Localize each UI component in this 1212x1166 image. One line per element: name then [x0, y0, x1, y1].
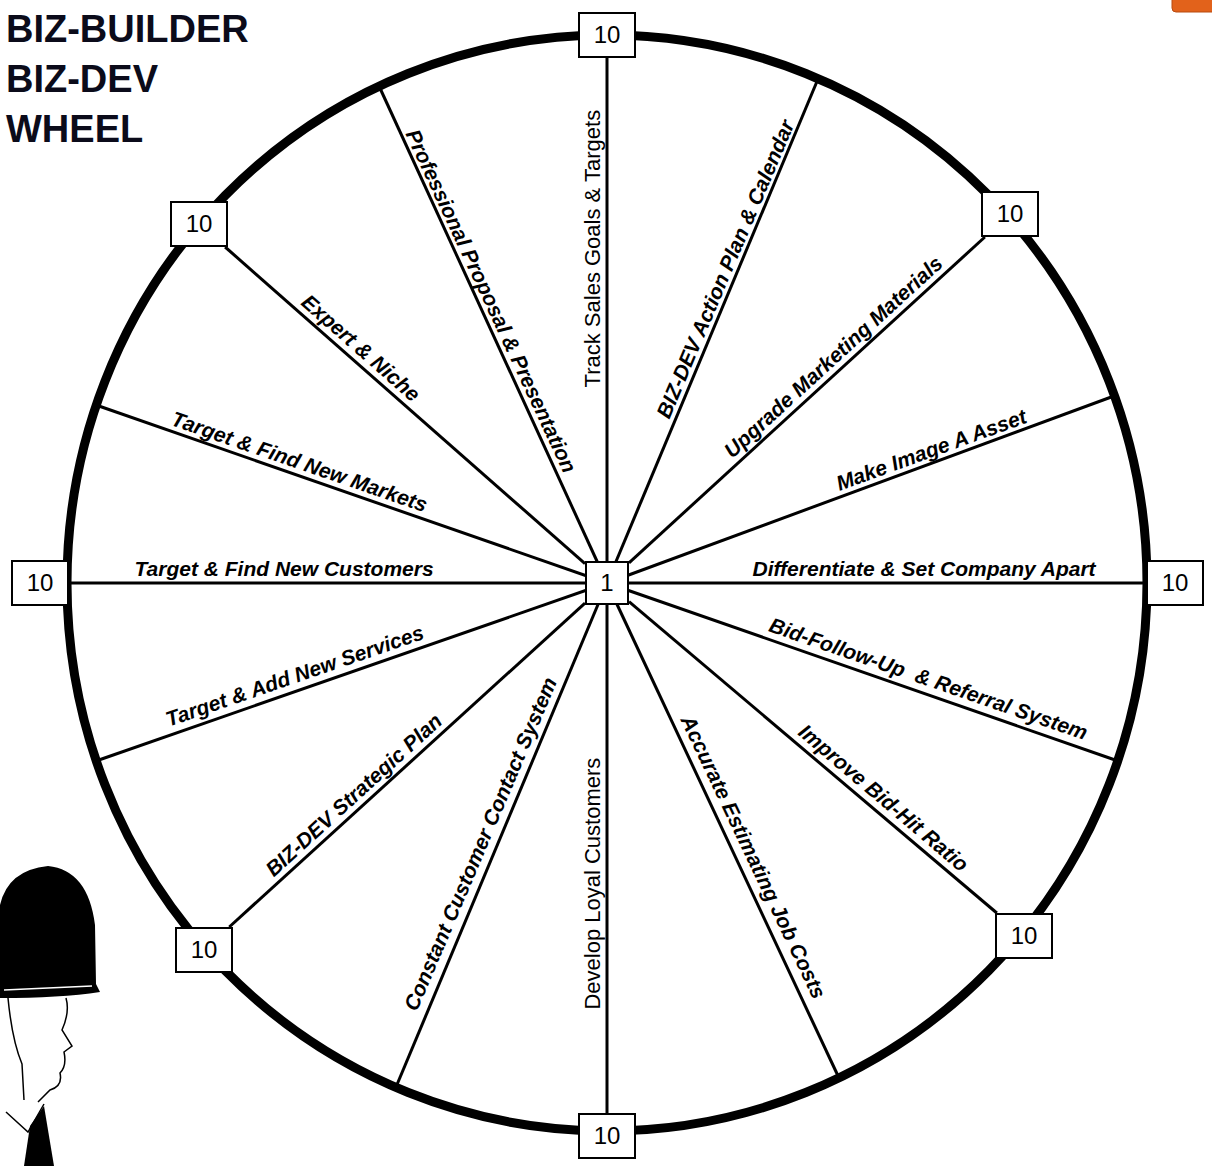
- score-number: 10: [1011, 923, 1038, 949]
- spoke-line: [607, 583, 839, 1078]
- spoke-label: Improve Bid-Hit Ratio: [793, 720, 972, 877]
- spoke-label: Expert & Niche: [297, 290, 425, 407]
- spoke-label: Target & Add New Services: [163, 620, 428, 731]
- spoke-label: Target & Find New Customers: [135, 557, 434, 581]
- spoke-label: Differentiate & Set Company Apart: [753, 557, 1096, 581]
- score-box: 10: [578, 1113, 636, 1159]
- corner-tab: [1172, 0, 1212, 12]
- score-box: 10: [995, 913, 1053, 959]
- spoke-line: [607, 79, 818, 583]
- score-number: 10: [27, 570, 54, 596]
- spoke-connector: [69, 582, 585, 585]
- hub-number: 1: [600, 570, 613, 596]
- hard-hat-figure: [0, 866, 100, 1166]
- score-number: 10: [594, 1123, 621, 1149]
- spoke-label: BIZ-DEV Action Plan & Calendar: [651, 117, 799, 422]
- spoke-connector: [606, 58, 609, 561]
- face-outline: [38, 998, 72, 1102]
- score-box: 10: [1146, 560, 1204, 606]
- spoke-label: Accurate Estimating Job Costs: [675, 712, 830, 1003]
- score-box: 10: [170, 201, 228, 247]
- spoke-label: Develop Loyal Customers: [580, 757, 605, 1009]
- score-box: 10: [981, 191, 1039, 237]
- score-number: 10: [1162, 570, 1189, 596]
- wheel-rim: [67, 35, 1147, 1131]
- spoke-line: [96, 405, 607, 583]
- spoke-line: [607, 396, 1114, 583]
- spoke-connector: [629, 582, 1146, 585]
- spoke-connector: [229, 603, 585, 927]
- spoke-label: Make Image A Asset: [833, 405, 1030, 496]
- spoke-line: [396, 583, 607, 1087]
- score-number: 10: [186, 211, 213, 237]
- score-number: 10: [191, 937, 218, 963]
- spoke-label: Upgrade Marketing Materials: [720, 251, 948, 463]
- tie: [24, 1106, 54, 1166]
- score-number: 10: [997, 201, 1024, 227]
- spoke-label: Target & Find New Markets: [168, 407, 430, 517]
- wheel-title: BIZ-BUILDER BIZ-DEV WHEEL: [6, 4, 276, 154]
- score-number: 10: [594, 22, 621, 48]
- score-box: 10: [175, 927, 233, 973]
- spoke-label: BIZ-DEV Strategic Plan: [260, 709, 446, 882]
- score-box: 10: [578, 12, 636, 58]
- neck-outline: [8, 998, 24, 1100]
- hard-hat: [0, 866, 100, 998]
- hat-brim-line: [4, 986, 92, 990]
- score-box: 10: [11, 560, 69, 606]
- spoke-label: Track Sales Goals & Targets: [580, 109, 605, 387]
- spoke-connector: [606, 605, 609, 1113]
- hub-box: 1: [585, 561, 629, 605]
